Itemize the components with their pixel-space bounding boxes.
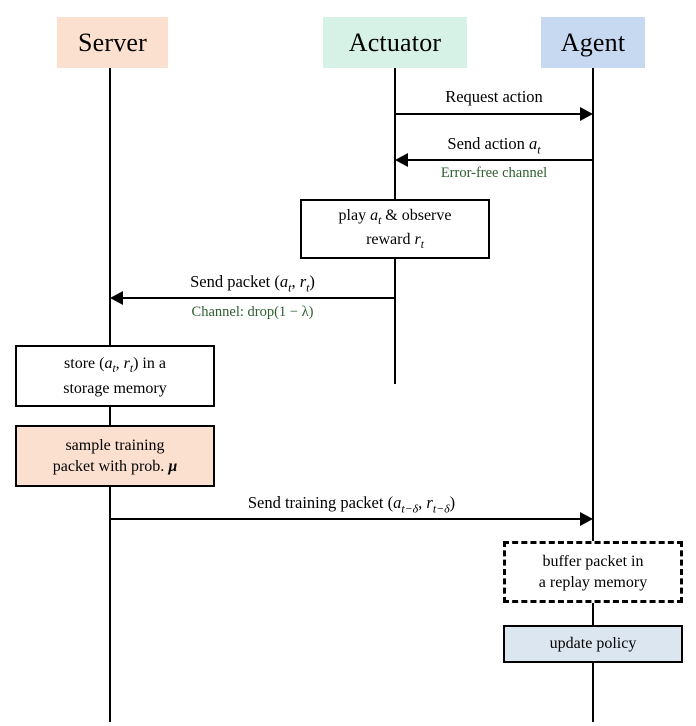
- box-store-packet-line-2: storage memory: [63, 379, 167, 397]
- message-send-packet-line: [123, 297, 395, 299]
- message-request-action-label: Request action: [395, 87, 593, 107]
- message-send-training-packet-line: [110, 518, 580, 520]
- box-play-observe-line-1: play at & observe: [338, 206, 452, 227]
- message-request-action-arrowhead: [580, 107, 593, 121]
- box-sample-training-packet[interactable]: sample training packet with prob. μ: [15, 425, 215, 487]
- box-buffer-packet-line-2: a replay memory: [538, 574, 648, 591]
- participant-server[interactable]: Server: [57, 17, 168, 68]
- message-send-packet-arrowhead: [110, 291, 123, 305]
- message-send-training-packet-arrowhead: [580, 512, 593, 526]
- box-buffer-packet[interactable]: buffer packet in a replay memory: [503, 541, 683, 603]
- message-send-action-label: Send action at: [395, 134, 593, 157]
- box-update-policy[interactable]: update policy: [503, 625, 683, 663]
- box-update-policy-line-1: update policy: [549, 635, 637, 653]
- message-request-action-text: Request action: [445, 87, 543, 106]
- box-store-packet-line-1: store (at, rt) in a: [64, 355, 166, 376]
- lifeline-agent: [592, 68, 594, 722]
- participant-agent-label: Agent: [560, 27, 626, 57]
- message-send-packet-text: Send packet (at, rt): [190, 272, 315, 295]
- message-send-packet-label: Send packet (at, rt): [110, 272, 395, 295]
- box-buffer-packet-line-1: buffer packet in: [542, 552, 644, 570]
- message-send-action-channel-note: Error-free channel: [440, 165, 548, 181]
- message-send-action-arrowhead: [395, 153, 408, 167]
- participant-actuator[interactable]: Actuator: [323, 17, 467, 68]
- box-sample-training-packet-line-1: sample training: [65, 436, 165, 454]
- box-play-observe[interactable]: play at & observe reward rt: [300, 199, 490, 259]
- message-send-training-packet-label: Send training packet (at−δ, rt−δ): [110, 493, 593, 516]
- box-sample-training-packet-line-2: packet with prob. μ: [52, 458, 178, 475]
- message-send-training-packet-text: Send training packet (at−δ, rt−δ): [247, 493, 456, 516]
- message-send-packet-channel-note: Channel: drop(1 − λ): [191, 304, 314, 320]
- message-request-action-line: [395, 113, 580, 115]
- box-store-packet[interactable]: store (at, rt) in a storage memory: [15, 345, 215, 407]
- participant-agent[interactable]: Agent: [541, 17, 645, 68]
- participant-server-label: Server: [77, 27, 148, 57]
- box-play-observe-line-2: reward rt: [366, 231, 424, 252]
- participant-actuator-label: Actuator: [348, 27, 442, 57]
- message-send-action-line: [408, 159, 594, 161]
- message-send-action-text: Send action at: [447, 134, 541, 157]
